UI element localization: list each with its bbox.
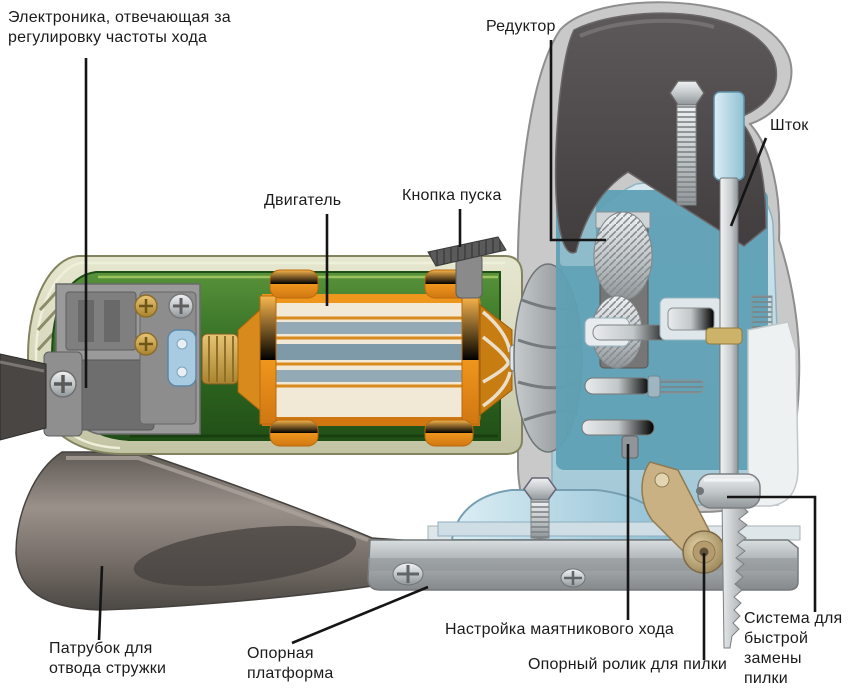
platform-screw [560, 568, 586, 588]
label-gearbox: Редуктор [486, 18, 556, 35]
gold-screw [134, 294, 158, 318]
label-motor: Двигатель [264, 192, 342, 209]
quick-change-clamp [696, 473, 761, 509]
gearbox-internals [556, 190, 773, 470]
gearbox-bolt [669, 80, 705, 206]
label-electronics: Электроника, отвечающая за регулировку ч… [8, 9, 231, 46]
pendulum-adjuster [621, 435, 639, 459]
electronics-module [55, 283, 201, 435]
silver-screw [168, 293, 194, 319]
capacitor [167, 329, 197, 387]
pendulum-pins [581, 375, 704, 436]
brass-link [705, 327, 743, 345]
label-start-button: Кнопка пуска [402, 187, 502, 204]
label-base-platform: Опорная платформа [247, 645, 334, 682]
label-chip-port: Патрубок для отвода стружки [49, 640, 167, 677]
gold-screw [134, 332, 158, 356]
start-trigger [427, 236, 507, 299]
rod-sleeve [713, 91, 745, 181]
motor-housing [26, 255, 583, 455]
saw-blade [721, 497, 749, 649]
label-quick-blade-change: Система для быстрой замены пилки [744, 610, 843, 687]
blade-support-roller [682, 530, 726, 574]
platform-screw [392, 562, 424, 586]
chip-extraction-nozzle [15, 451, 431, 611]
label-pendulum-adjustment: Настройка маятникового хода [445, 621, 675, 638]
helical-gear [593, 211, 653, 301]
label-rod: Шток [770, 117, 809, 134]
leader-lines [84, 40, 817, 660]
power-cord-entry [0, 351, 83, 441]
front-cover-panel [747, 321, 799, 507]
label-blade-support-roller: Опорный ролик для пилки [528, 656, 728, 673]
